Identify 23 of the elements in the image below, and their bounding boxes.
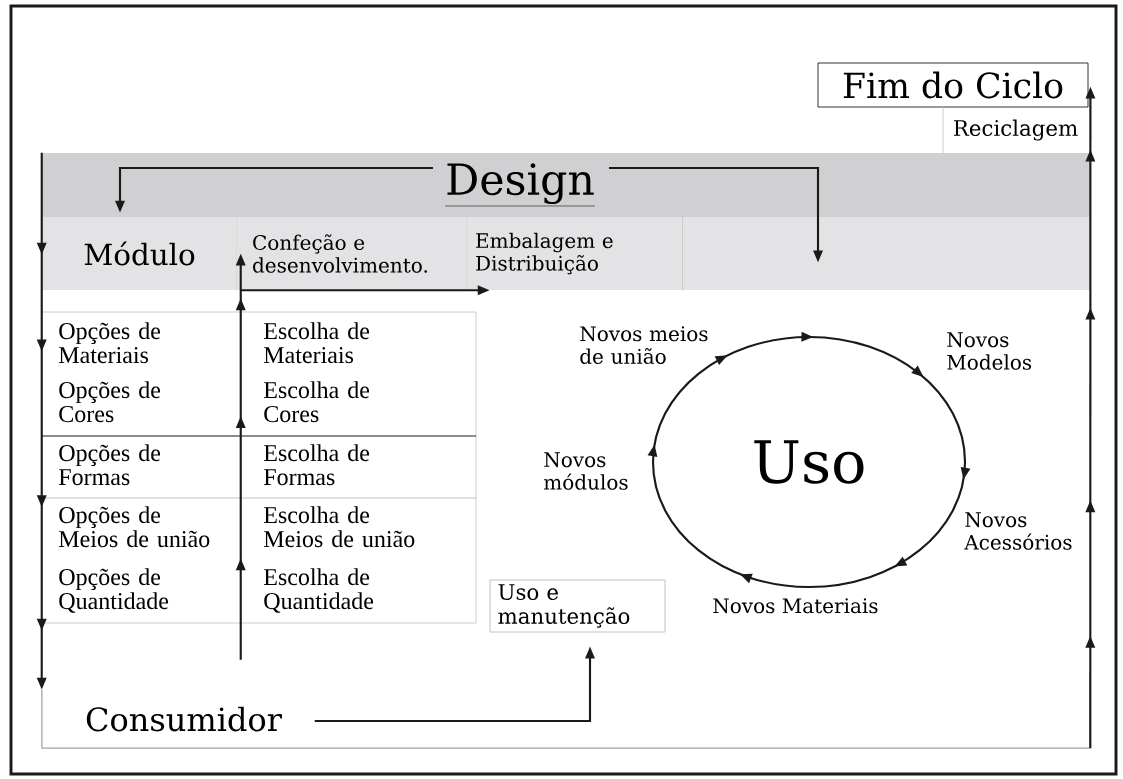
- option-text: Opções de Materiais: [58, 322, 161, 364]
- cycle-label: Novos Acessórios: [964, 512, 1072, 550]
- recycling-cell: Reciclagem: [942, 106, 1078, 154]
- choice-text: Escolha de Formas: [263, 444, 370, 486]
- production-cell: Confeção e desenvolvimento.: [237, 216, 468, 291]
- option-text: Opções de Meios de união: [58, 506, 210, 548]
- choice-text: Escolha de Cores: [263, 381, 370, 423]
- module-cell: Módulo: [42, 216, 238, 291]
- node-label: Confeção e desenvolvimento.: [253, 234, 427, 273]
- choice-text: Escolha de Meios de união: [263, 506, 415, 548]
- choice-text: Escolha de Materiais: [263, 322, 370, 364]
- choice-text: Escolha de Quantidade: [263, 568, 374, 613]
- node-label: Embalagem e Distribuição: [476, 232, 613, 275]
- option-text: Opções de Quantidade: [59, 568, 169, 613]
- cycle-label: Novos Materiais: [713, 598, 878, 614]
- packaging-cell: Embalagem e Distribuição: [467, 216, 684, 291]
- use-maintenance-box: Uso e manutenção: [489, 579, 666, 633]
- option-text: Opções de Formas: [58, 444, 161, 486]
- end-of-cycle-box: Fim do Ciclo: [817, 62, 1089, 108]
- option-text: Opções de Cores: [59, 381, 161, 423]
- cycle-label: Novos Modelos: [947, 332, 1032, 370]
- cycle-label: Novos módulos: [544, 452, 628, 490]
- design-band: Design: [42, 153, 1090, 217]
